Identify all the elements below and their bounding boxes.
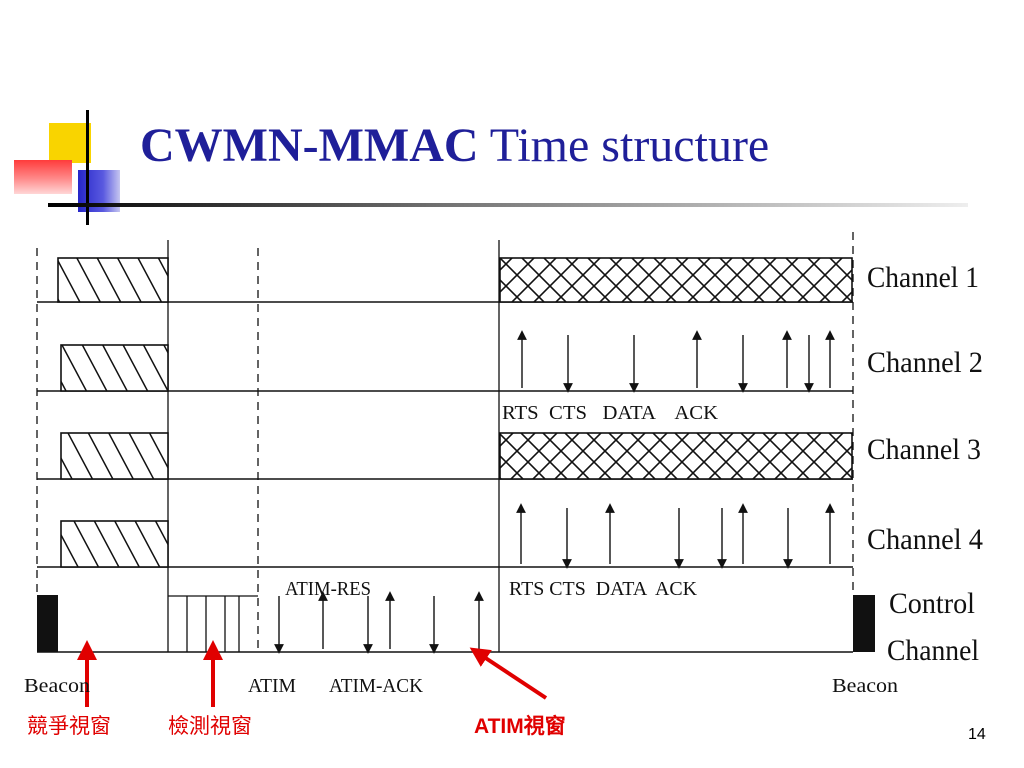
frame-labels-channel-2: RTS CTS DATA ACK	[502, 402, 719, 424]
channel-4-arrows	[516, 503, 835, 569]
atim-res-label: ATIM-RES	[285, 578, 371, 600]
title-ornament-red	[14, 160, 72, 194]
time-boundaries	[36, 232, 854, 652]
control-channel-label-line2: Channel	[887, 634, 979, 667]
title-ornament-vertical-line	[86, 110, 89, 225]
beacon-hatch-channel-4	[60, 520, 169, 568]
channel-1-label: Channel 1	[867, 261, 979, 294]
beacon-hatch-channel-3	[60, 432, 169, 480]
atim-window-label: ATIM視窗	[474, 715, 566, 738]
slide-title-rest: Time structure	[478, 119, 770, 172]
channel-2-label: Channel 2	[867, 346, 983, 379]
beacon-label-right: Beacon	[832, 675, 898, 697]
contention-window-label: 競爭視窗	[27, 715, 111, 738]
busy-block-channel-3	[499, 432, 853, 480]
atim-label: ATIM	[248, 675, 296, 697]
channel-2-arrows	[517, 330, 835, 393]
beacon-block-right	[853, 595, 875, 652]
beacon-hatch-channel-1	[57, 257, 169, 303]
channel-4-label: Channel 4	[867, 523, 983, 556]
detection-window-label: 檢測視窗	[168, 715, 252, 738]
control-channel-arrows	[274, 591, 484, 654]
slide-title-bold: CWMN-MMAC	[140, 119, 479, 172]
beacon-block-left	[37, 595, 58, 652]
slide-title: CWMN-MMAC Time structure	[140, 118, 769, 173]
control-channel-label-line1: Control	[889, 587, 975, 620]
atim-window-pointer	[469, 647, 548, 700]
atim-ack-label: ATIM-ACK	[329, 675, 424, 697]
title-underline	[48, 203, 968, 207]
page-number: 14	[968, 726, 986, 743]
channel-3-label: Channel 3	[867, 433, 981, 466]
annotation-arrows	[77, 640, 548, 707]
beacon-hatch-channel-2	[60, 344, 169, 392]
title-ornament-yellow	[49, 123, 91, 163]
detection-window-slots	[168, 595, 258, 652]
busy-block-channel-1	[499, 257, 853, 303]
frame-labels-channel-4: RTS CTS DATA ACK	[509, 578, 698, 600]
beacon-label-left: Beacon	[24, 675, 90, 697]
